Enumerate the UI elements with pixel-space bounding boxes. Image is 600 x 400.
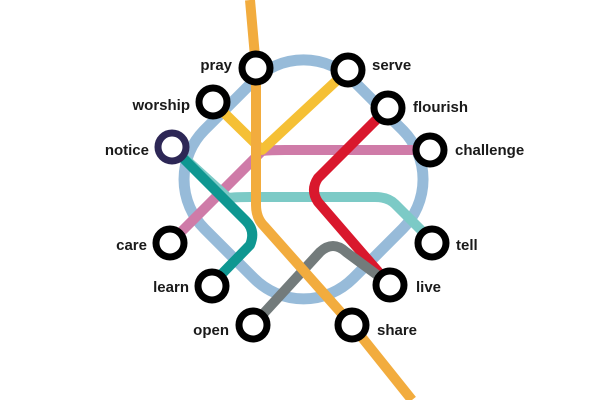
label-flourish: flourish [413,99,468,116]
label-tell: tell [456,237,478,254]
station-labels: pray serve worship flourish notice chall… [105,57,524,339]
dark-teal-line [168,143,258,288]
yellow-line [209,66,352,155]
label-open: open [193,322,229,339]
station-worship[interactable] [195,84,231,120]
label-learn: learn [153,279,189,296]
station-open[interactable] [235,307,271,343]
label-pray: pray [200,57,232,74]
label-live: live [416,279,441,296]
label-share: share [377,322,417,339]
station-live[interactable] [372,267,408,303]
station-challenge[interactable] [412,132,448,168]
station-serve[interactable] [330,52,366,88]
station-pray[interactable] [238,50,274,86]
red-line [309,104,392,287]
label-serve: serve [372,57,411,74]
label-care: care [116,237,147,254]
label-notice: notice [105,142,149,159]
station-tell[interactable] [414,225,450,261]
orange-line [245,0,416,400]
station-flourish[interactable] [370,90,406,126]
station-care[interactable] [152,225,188,261]
light-teal-line [168,143,436,245]
label-worship: worship [131,97,190,114]
label-challenge: challenge [455,142,524,159]
station-share[interactable] [334,307,370,343]
grey-line [249,241,391,329]
stations [152,50,450,343]
station-learn[interactable] [194,268,230,304]
station-notice[interactable] [154,129,190,165]
